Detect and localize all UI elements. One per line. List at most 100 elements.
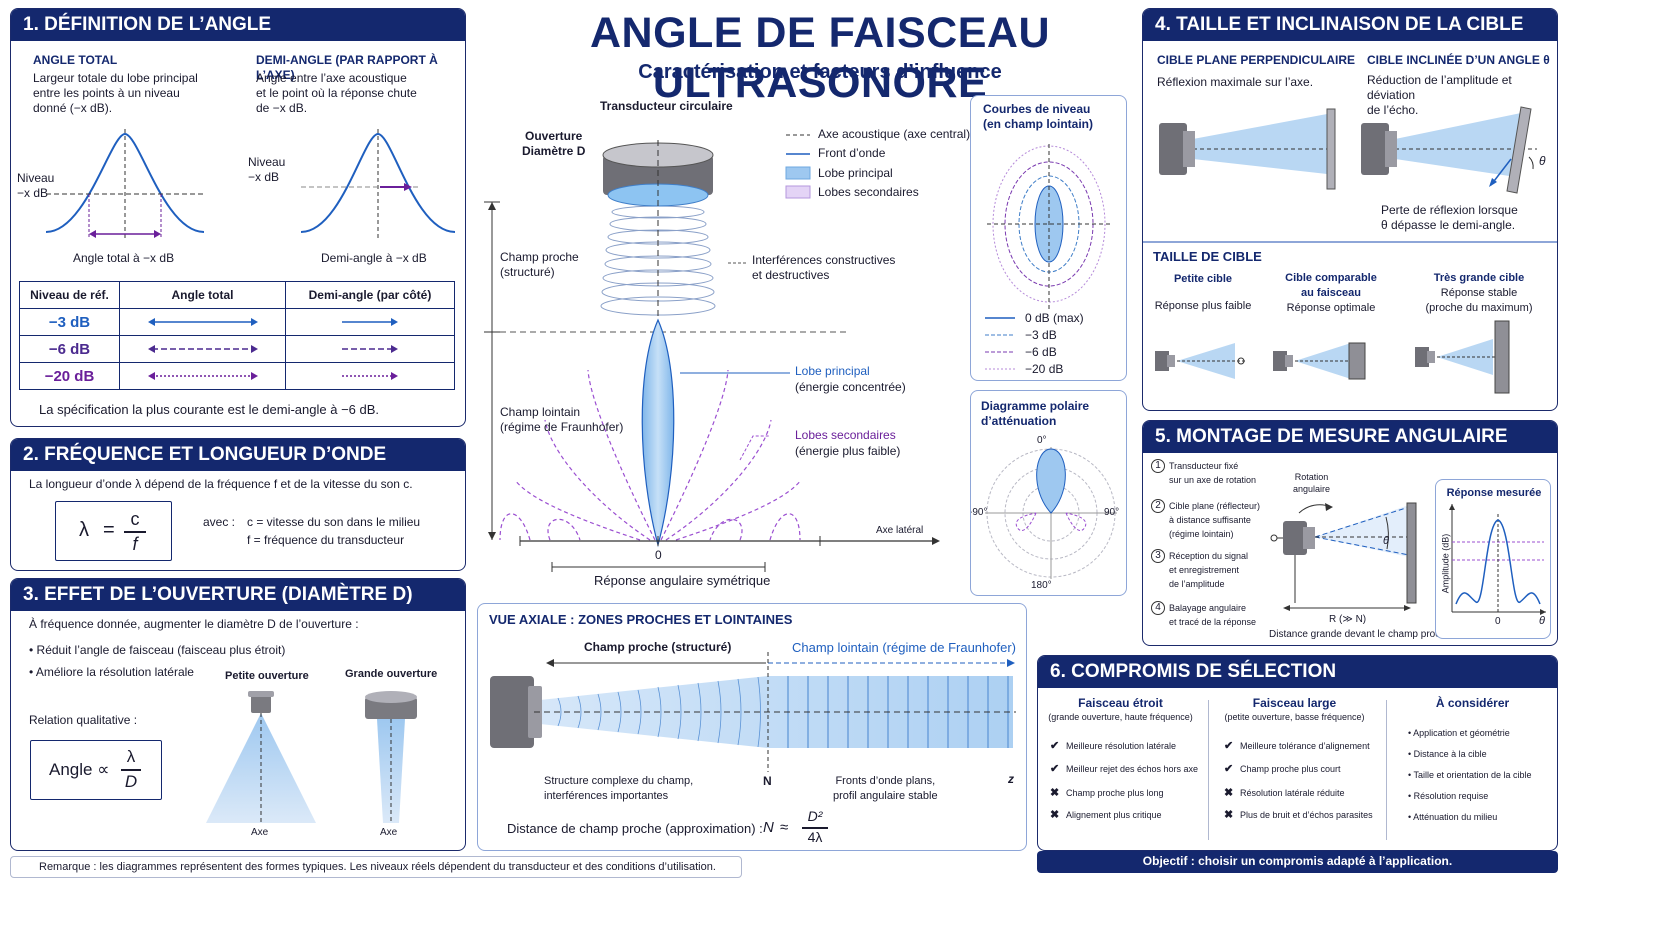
arrow-icon <box>342 371 398 380</box>
formula-equals: = <box>103 519 115 541</box>
polar-diagram <box>985 447 1117 579</box>
aperture-bullet-2: • Améliore la résolution latérale <box>29 665 194 679</box>
formula-N: N <box>763 819 774 836</box>
center-legend-swatches <box>785 134 811 199</box>
setup-theta: θ <box>1383 535 1389 547</box>
level-label-right: Niveau −x dB <box>248 155 286 184</box>
narrow-item: Meilleure résolution latérale <box>1066 741 1177 751</box>
response-theta: θ <box>1539 615 1545 627</box>
double-arrow-icon <box>147 371 258 380</box>
small-aperture-beam <box>206 691 316 823</box>
half-arrow-cell <box>285 362 455 390</box>
side-lobe-label: Lobes secondaires <box>795 428 896 442</box>
axial-near-label: Champ proche (structuré) <box>584 640 732 654</box>
comparable-target-diagram <box>1273 342 1366 380</box>
distance-note: Distance grande devant le champ proche <box>1269 629 1452 640</box>
wide-item: Champ proche plus court <box>1240 764 1341 774</box>
far-field-label: Champ lointain (régime de Fraunhofer) <box>500 405 624 434</box>
divider <box>1208 700 1209 840</box>
level-cell: −6 dB <box>19 335 120 363</box>
check-icon: ✔ <box>1224 763 1234 775</box>
fraction-bar <box>802 827 828 829</box>
interference-label: Interférences constructives et destructi… <box>752 253 896 282</box>
legend-side-lobes: Lobes secondaires <box>818 185 919 199</box>
axial-far-label: Champ lointain (régime de Fraunhofer) <box>792 640 1016 655</box>
consider-item: • Taille et orientation de la cible <box>1408 770 1532 780</box>
contour-level-6: −6 dB <box>1025 345 1057 359</box>
half-angle-title: DEMI-ANGLE (PAR RAPPORT À L’AXE) <box>256 53 438 82</box>
remark-bar: Remarque : les diagrammes représentent d… <box>10 856 742 878</box>
page-subtitle: Caractérisation et facteurs d’influence <box>638 61 1002 83</box>
divider <box>1386 700 1387 840</box>
small-target-diagram <box>1155 343 1245 379</box>
consider-item: • Distance à la cible <box>1408 749 1487 759</box>
consider-item: • Application et géométrie <box>1408 728 1510 738</box>
formula-lambda: λ <box>79 519 89 541</box>
axial-z-label: z <box>1008 772 1014 786</box>
near-field-label: Champ proche (structuré) <box>500 250 579 279</box>
transducer-label: Transducteur circulaire <box>600 99 733 113</box>
table-row: −3 dB <box>19 308 455 336</box>
perp-target-desc: Réflexion maximale sur l’axe. <box>1157 75 1314 89</box>
avec-label: avec : <box>203 515 236 529</box>
distance-R: R (≫ N) <box>1329 614 1367 625</box>
panel-selection-tradeoffs: 6. COMPROMIS DE SÉLECTION Faisceau étroi… <box>1037 655 1558 851</box>
symmetric-response-label: Réponse angulaire symétrique <box>594 573 771 588</box>
panel-aperture-effect: 3. EFFET DE L’OUVERTURE (DIAMÈTRE D) À f… <box>10 578 466 851</box>
divider <box>1143 241 1557 243</box>
relation-angle: Angle ∝ <box>49 760 110 779</box>
comparable-target-title: Cible comparable au faisceau <box>1285 272 1377 299</box>
narrow-item: Meilleur rejet des échos hors axe <box>1066 764 1199 774</box>
target-size-title: TAILLE DE CIBLE <box>1153 249 1262 264</box>
large-target-diagram <box>1415 320 1510 394</box>
formula-den: 4λ <box>807 829 823 845</box>
total-arrow-cell <box>119 308 286 336</box>
table-header-row: Niveau de réf. Angle total Demi-angle (p… <box>19 281 455 309</box>
main-lobe-sub: (énergie concentrée) <box>795 380 906 394</box>
tilted-target-diagram <box>1361 106 1537 194</box>
wavelength-desc: La longueur d’onde λ dépend de la fréque… <box>29 477 413 491</box>
contour-diagram <box>987 144 1111 309</box>
half-arrow-cell <box>285 308 455 336</box>
relation-formula-box <box>30 740 162 800</box>
perp-target-diagram <box>1159 108 1336 190</box>
aperture-desc: À fréquence donnée, augmenter le diamètr… <box>29 617 359 631</box>
narrow-beam-sub: (grande ouverture, haute fréquence) <box>1048 712 1193 722</box>
qualitative-relation-label: Relation qualitative : <box>29 713 138 727</box>
panel-axial-view: VUE AXIALE : ZONES PROCHES ET LOINTAINES… <box>477 603 1027 851</box>
measured-response-title: Réponse mesurée <box>1446 487 1542 499</box>
remark-text: Remarque : les diagrammes représentent d… <box>39 861 716 873</box>
relation-D: D <box>124 772 138 791</box>
near-field-formula-label: Distance de champ proche (approximation)… <box>507 821 763 836</box>
consider-item: • Résolution requise <box>1408 791 1489 801</box>
panel-angle-definition: 1. DÉFINITION DE L’ANGLE ANGLE TOTAL Lar… <box>10 8 466 427</box>
double-arrow-icon <box>147 317 258 326</box>
legend-wavefront: Front d’onde <box>818 146 886 160</box>
gaussian-half-angle <box>300 129 456 239</box>
check-icon: ✔ <box>1050 763 1060 775</box>
level-cell: −3 dB <box>19 308 120 336</box>
table-row: −20 dB <box>19 362 455 390</box>
gaussian-total-angle <box>45 129 206 239</box>
panel-4-header: 4. TAILLE ET INCLINAISON DE LA CIBLE <box>1143 9 1557 41</box>
legend-main-lobe: Lobe principal <box>818 166 893 180</box>
panel-polar: Diagramme polaire d’atténuation 0° -90° … <box>970 390 1127 596</box>
panel-contours: Courbes de niveau (en champ lointain) 0 … <box>970 95 1127 381</box>
tilted-target-desc: Réduction de l’amplitude et déviation de… <box>1367 73 1512 117</box>
page-title: ANGLE DE FAISCEAU ULTRASONORE <box>589 9 1051 107</box>
step-2: Cible plane (réflecteur) à distance suff… <box>1169 501 1261 539</box>
arrow-icon <box>342 344 398 353</box>
tilted-target-title: CIBLE INCLINÉE D’UN ANGLE θ <box>1367 53 1550 67</box>
large-target-title: Très grande cible <box>1433 272 1525 284</box>
measurement-setup-diagram <box>1270 502 1417 611</box>
narrow-item: Champ proche plus long <box>1066 788 1164 798</box>
fraction-bar <box>121 769 141 771</box>
cross-icon: ✖ <box>1050 787 1060 799</box>
step-number: 4 <box>1151 601 1165 615</box>
table-row: −6 dB <box>19 335 455 363</box>
tilt-theta: θ <box>1539 154 1546 168</box>
half-angle-desc: Angle entre l’axe acoustique et le point… <box>256 71 417 115</box>
aperture-bullet-1: • Réduit l’angle de faisceau (faisceau p… <box>29 643 286 657</box>
rotation-label: Rotation angulaire <box>1293 472 1331 494</box>
step-3: Réception du signal et enregistrement de… <box>1169 551 1249 589</box>
